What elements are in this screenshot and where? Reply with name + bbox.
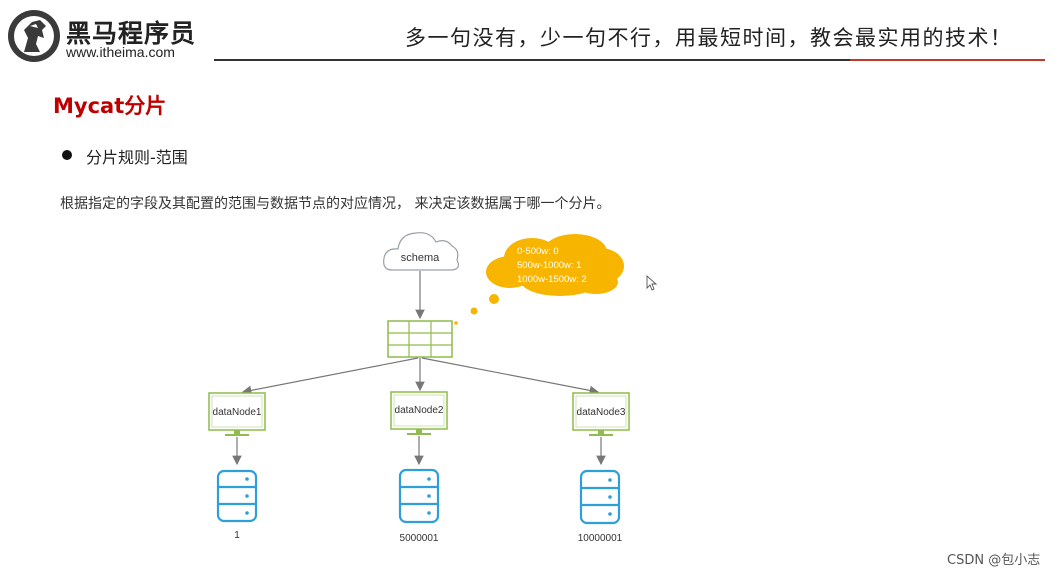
page-title: Mycat分片 xyxy=(53,94,167,118)
range-rule-3: 1000w-1500w: 2 xyxy=(517,274,587,285)
datanode3-start-value: 10000001 xyxy=(578,533,623,544)
range-rule-1: 0-500w: 0 xyxy=(517,246,559,257)
csdn-watermark: CSDN @包小志 xyxy=(947,553,1041,568)
datanode1-label: dataNode1 xyxy=(213,407,262,418)
schema-label: schema xyxy=(401,252,440,264)
bullet-text: 分片规则-范围 xyxy=(86,148,188,167)
database1-icon xyxy=(216,469,258,523)
database2-icon xyxy=(398,468,440,524)
datanode2-start-value: 5000001 xyxy=(400,533,439,544)
database3-icon xyxy=(579,469,621,525)
datanode3-monitor-icon xyxy=(572,392,630,436)
datanode2-monitor-icon xyxy=(390,391,448,435)
schema-cloud-icon xyxy=(383,232,460,271)
bullet-dot-icon xyxy=(62,150,72,160)
datanode3-label: dataNode3 xyxy=(577,407,626,418)
brand-url: www.itheima.com xyxy=(66,44,175,60)
header-slogan: 多一句没有，少一句不行，用最短时间，教会最实用的技术！ xyxy=(405,26,1013,50)
description-text: 根据指定的字段及其配置的范围与数据节点的对应情况， 来决定该数据属于哪一个分片。 xyxy=(60,196,611,212)
header-divider-accent xyxy=(850,59,1045,61)
datanode2-label: dataNode2 xyxy=(395,405,444,416)
datanode1-start-value: 1 xyxy=(234,530,240,541)
datanode1-monitor-icon xyxy=(208,392,266,436)
mouse-cursor-icon xyxy=(646,274,658,291)
range-rules-bubble-icon xyxy=(454,234,624,325)
header-divider xyxy=(214,59,1045,61)
logic-table-grid-icon xyxy=(387,320,453,358)
horse-logo-icon xyxy=(8,10,60,62)
brand-name: 黑马程序员 xyxy=(66,19,197,48)
range-rule-2: 500w-1000w: 1 xyxy=(517,260,581,271)
table-to-node3-arrow xyxy=(421,357,600,396)
table-to-node1-arrow xyxy=(241,357,419,396)
